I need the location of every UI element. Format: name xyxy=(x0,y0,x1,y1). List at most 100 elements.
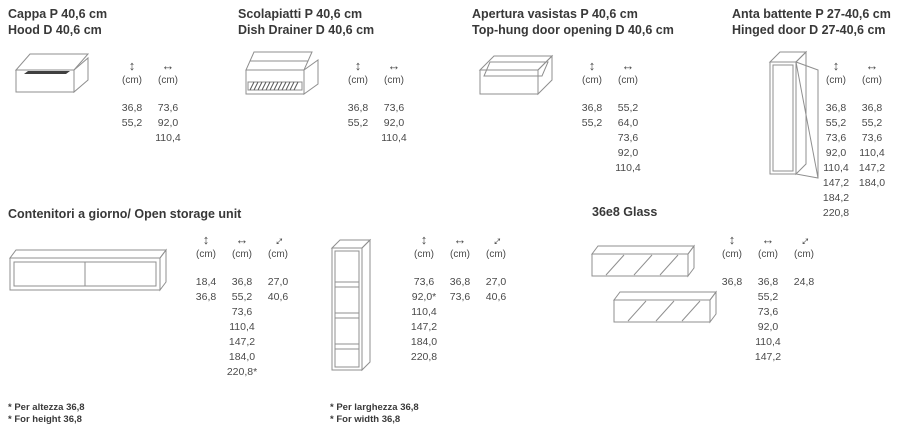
unit-label: (cm) xyxy=(826,75,846,86)
dimension-value: 55,2 xyxy=(825,117,847,129)
unit-label: (cm) xyxy=(794,249,814,260)
unit-label: (cm) xyxy=(348,75,368,86)
dimension-value: 18,4 xyxy=(195,276,217,288)
unit-label: (cm) xyxy=(158,75,178,86)
dimension-value: 73,6 xyxy=(157,102,179,114)
dimension-value: 36,8 xyxy=(195,291,217,303)
depth-values: 24,8 xyxy=(786,275,822,290)
dimension-value: 220,8 xyxy=(410,351,438,363)
dimension-value: 220,8 xyxy=(822,207,850,219)
height-column: ↕ (cm) 36,8 xyxy=(714,232,750,365)
open-storage-vertical-drawing xyxy=(330,238,372,372)
unit-label: (cm) xyxy=(758,249,778,260)
unit-label: (cm) xyxy=(450,249,470,260)
dimension-value: 40,6 xyxy=(267,291,289,303)
open-storage-horizontal-drawing xyxy=(9,248,167,292)
title-italian: Cappa P 40,6 cm xyxy=(8,7,108,21)
dimension-value: 92,0 xyxy=(383,117,405,129)
dimension-value: 147,2 xyxy=(754,351,782,363)
footnote-height: * Per altezza 36,8 * For height 36,8 xyxy=(8,402,85,426)
section-title-top-hung-door: Apertura vasistas P 40,6 cm Top-hung doo… xyxy=(472,6,674,38)
title: 36e8 Glass xyxy=(592,205,658,219)
dimension-value: 55,2 xyxy=(121,117,143,129)
unit-label: (cm) xyxy=(268,249,288,260)
dimension-value: 55,2 xyxy=(617,102,639,114)
height-arrow-icon: ↕ xyxy=(728,232,736,247)
dimension-value: 73,6 xyxy=(617,132,639,144)
dimension-value: 92,0* xyxy=(411,291,437,303)
unit-label: (cm) xyxy=(232,249,252,260)
title-english: Dish Drainer D 40,6 cm xyxy=(238,23,375,37)
unit-label: (cm) xyxy=(486,249,506,260)
height-arrow-icon: ↕ xyxy=(202,232,210,247)
footnote-english: * For width 36,8 xyxy=(330,414,401,425)
width-arrow-icon: ↔ xyxy=(865,58,879,73)
dimension-value: 36,8 xyxy=(757,276,779,288)
dimension-value: 73,6 xyxy=(449,291,471,303)
height-arrow-icon: ↕ xyxy=(588,58,596,73)
dimension-value: 184,2 xyxy=(822,192,850,204)
width-arrow-icon: ↔ xyxy=(235,232,249,247)
dimension-value: 147,2 xyxy=(822,177,850,189)
unit-label: (cm) xyxy=(384,75,404,86)
dimension-value: 110,4 xyxy=(411,306,437,318)
height-arrow-icon: ↕ xyxy=(128,58,136,73)
height-arrow-icon: ↕ xyxy=(420,232,428,247)
footnote-width: * Per larghezza 36,8 * For width 36,8 xyxy=(330,402,419,426)
title-english: Hinged door D 27-40,6 cm xyxy=(732,23,886,37)
dimension-value: 55,2 xyxy=(581,117,603,129)
dimension-value: 73,6 xyxy=(861,132,883,144)
dimension-value: 184,0 xyxy=(858,177,886,189)
dimension-value: 55,2 xyxy=(757,291,779,303)
title-italian: Apertura vasistas P 40,6 cm xyxy=(472,7,638,21)
dimension-value: 184,0 xyxy=(410,336,438,348)
dimension-value: 110,4 xyxy=(155,132,181,144)
dimension-value: 27,0 xyxy=(267,276,289,288)
title-italian: Scolapiatti P 40,6 cm xyxy=(238,7,363,21)
unit-label: (cm) xyxy=(618,75,638,86)
dimension-value: 110,4 xyxy=(859,147,885,159)
depth-column: ↔ (cm) 24,8 xyxy=(786,230,822,365)
dimension-value: 36,8 xyxy=(347,102,369,114)
dimension-value: 110,4 xyxy=(615,162,641,174)
dimension-value: 110,4 xyxy=(229,321,255,333)
hood-drawing xyxy=(14,53,90,94)
top-hung-door-drawing xyxy=(478,54,554,96)
dimension-value: 73,6 xyxy=(413,276,435,288)
title-english: Hood D 40,6 cm xyxy=(8,23,102,37)
dimension-value: 64,0 xyxy=(617,117,639,129)
dimension-value: 36,8 xyxy=(825,102,847,114)
dimension-value: 73,6 xyxy=(825,132,847,144)
dimension-value: 73,6 xyxy=(757,306,779,318)
footnote-english: * For height 36,8 xyxy=(8,414,82,425)
footnote-italian: * Per altezza 36,8 xyxy=(8,402,85,413)
dimension-value: 73,6 xyxy=(231,306,253,318)
height-arrow-icon: ↕ xyxy=(832,58,840,73)
dish-drainer-drawing xyxy=(245,51,319,95)
section-title-dish-drainer: Scolapiatti P 40,6 cm Dish Drainer D 40,… xyxy=(238,6,374,38)
title-italian: Anta battente P 27-40,6 cm xyxy=(732,7,891,21)
unit-label: (cm) xyxy=(122,75,142,86)
footnote-italian: * Per larghezza 36,8 xyxy=(330,402,419,413)
width-arrow-icon: ↔ xyxy=(453,232,467,247)
dimension-value: 73,6 xyxy=(383,102,405,114)
